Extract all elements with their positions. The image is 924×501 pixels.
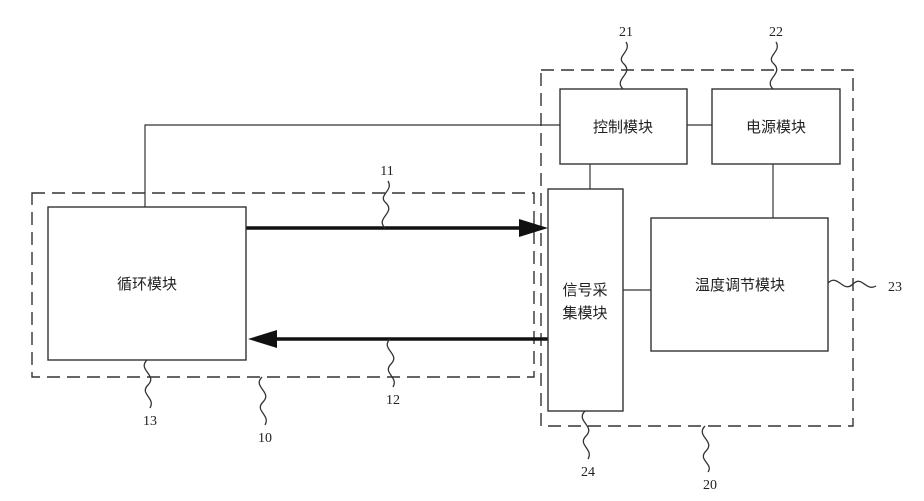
power-module-label: 电源模块 [746, 118, 806, 136]
signal-module-label-line1: 信号采 [562, 281, 607, 299]
ref-20-leader [702, 426, 709, 472]
signal-acquisition-module-box [548, 189, 623, 411]
ref-10-number: 10 [258, 431, 272, 446]
circulation-module-label: 循环模块 [117, 275, 177, 293]
temperature-module-label: 温度调节模块 [695, 276, 785, 294]
ref-22-number: 22 [769, 25, 783, 40]
ref-13-leader [144, 360, 151, 408]
arrow-12-head [248, 330, 277, 348]
ref-10-leader [259, 377, 266, 425]
ref-24-leader [582, 411, 589, 459]
ref-12-leader [387, 339, 394, 387]
ref-21-number: 21 [619, 25, 633, 40]
ref-23-number: 23 [888, 280, 902, 295]
ref-21-leader [620, 42, 627, 89]
ref-20-number: 20 [703, 478, 717, 493]
ref-24-number: 24 [581, 465, 595, 480]
ref-11-number: 11 [380, 164, 393, 179]
ref-23-leader [828, 280, 876, 287]
signal-module-label-line2: 集模块 [562, 304, 607, 322]
circulation-control-connector [145, 125, 560, 207]
ref-22-leader [770, 42, 777, 89]
control-module-label: 控制模块 [593, 118, 653, 136]
ref-13-number: 13 [143, 414, 157, 429]
ref-12-number: 12 [386, 393, 400, 408]
ref-11-leader [382, 181, 389, 228]
